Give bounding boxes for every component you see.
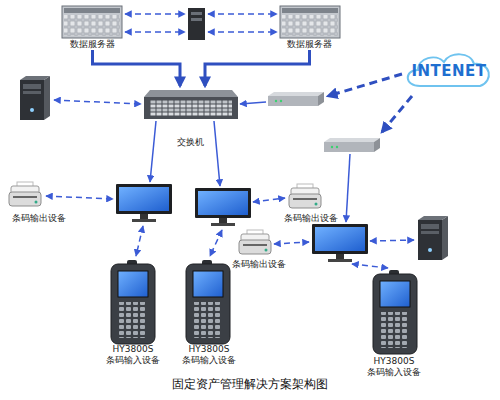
dashed-link <box>208 13 277 15</box>
node-label: HY3800S <box>374 356 415 367</box>
node-label: 条码输出设备 <box>12 213 66 224</box>
barcode-printer-node: 条码输出设备 <box>276 181 346 224</box>
router <box>324 138 380 152</box>
network-link <box>240 102 266 104</box>
network-link <box>214 121 220 186</box>
monitor <box>312 224 368 262</box>
handheld-terminal <box>373 270 417 354</box>
node-label: 条码输出设备 <box>232 259 286 270</box>
node-label: HY3800S <box>189 344 230 355</box>
data-server <box>280 6 340 38</box>
figure-caption: 固定资产管理解决方案架构图 <box>0 376 500 392</box>
barcode-printer-node: 条码输出设备 <box>4 178 74 224</box>
switch-top <box>144 90 238 97</box>
handheld-node: HY3800S条码输入设备 <box>358 268 430 378</box>
server-node: 数据服务器 <box>55 2 130 50</box>
node-sublabel: 条码输入设备 <box>182 355 236 366</box>
barcode-printer-node: 条码输出设备 <box>224 228 294 270</box>
network-switch: 交换机 <box>140 86 240 148</box>
data-server <box>62 6 122 38</box>
dashed-link <box>210 230 222 256</box>
dashed-link <box>352 264 388 268</box>
node-label: INTENET <box>411 62 486 80</box>
server-node: 数据服务器 <box>272 2 347 50</box>
storage-slot <box>191 12 202 15</box>
dashed-link <box>136 226 143 256</box>
barcode-printer <box>289 184 321 208</box>
node-label: 数据服务器 <box>70 39 115 50</box>
node-label: 交换机 <box>177 137 204 148</box>
dashed-link <box>46 196 113 199</box>
server-link <box>205 50 310 86</box>
dashed-link <box>125 13 185 15</box>
node-sublabel: 条码输入设备 <box>106 355 160 366</box>
dashed-link <box>370 240 414 241</box>
node-label: 条码输出设备 <box>284 213 338 224</box>
switch-front <box>144 97 238 119</box>
dashed-link <box>274 242 309 244</box>
handheld-terminal <box>111 260 155 344</box>
monitor <box>116 184 172 222</box>
storage-device <box>188 8 205 40</box>
dashed-link <box>54 100 141 104</box>
network-link <box>150 121 156 182</box>
handheld-node: HY3800S条码输入设备 <box>174 260 244 366</box>
node-label: 数据服务器 <box>287 39 332 50</box>
pc-tower <box>418 216 448 260</box>
server-link <box>93 50 181 86</box>
handheld-node: HY3800S条码输入设备 <box>98 260 168 366</box>
network-link <box>346 154 350 222</box>
barcode-printer <box>9 182 41 206</box>
router <box>268 92 324 106</box>
switch-ports <box>150 100 232 116</box>
pc-tower <box>20 76 50 120</box>
barcode-printer <box>239 230 271 254</box>
internet-cloud: INTENET <box>405 52 493 90</box>
internet-link <box>382 96 412 132</box>
storage-slot <box>191 18 202 21</box>
node-label: HY3800S <box>113 344 154 355</box>
node-sublabel: 条码输入设备 <box>367 367 421 378</box>
cloud-outline <box>408 54 489 86</box>
internet-link <box>328 74 402 96</box>
dashed-link <box>253 198 285 202</box>
monitor <box>195 188 251 226</box>
dashed-link <box>125 31 185 33</box>
handheld-terminal <box>186 260 230 344</box>
dashed-link <box>208 31 277 33</box>
